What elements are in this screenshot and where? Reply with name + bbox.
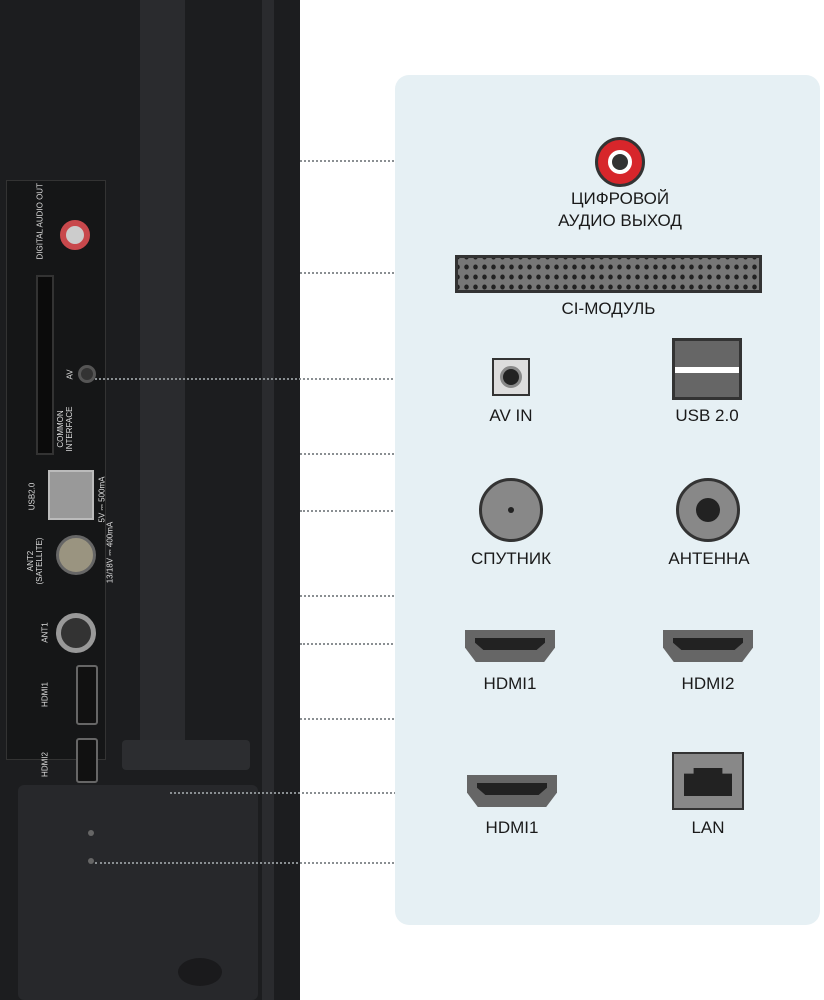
usb-icon (672, 338, 742, 400)
digital-audio-port (60, 220, 90, 250)
indicator-dot (88, 858, 94, 864)
label-hdmi2: HDMI2 (681, 674, 735, 693)
tv-label: ANT1 (40, 622, 50, 643)
ant2-port (56, 535, 96, 575)
ci-slot-icon (455, 255, 762, 293)
label-satellite: СПУТНИК (470, 549, 552, 568)
connector-line (300, 643, 460, 645)
tv-stand-foot (122, 740, 250, 770)
av-in-icon (492, 358, 530, 396)
tv-label: AV (65, 369, 75, 380)
label-av-in: AV IN (489, 406, 533, 425)
connector-line (300, 510, 460, 512)
hdmi1-tv-port (76, 665, 98, 725)
hdmi-icon (467, 775, 557, 807)
satellite-icon (479, 478, 543, 542)
indicator-dot (88, 830, 94, 836)
tv-label: HDMI2 (40, 752, 50, 777)
label-antenna: АНТЕННА (668, 549, 750, 568)
usb-port (48, 470, 94, 520)
tv-stand-bar (140, 0, 185, 760)
ant1-port (56, 613, 96, 653)
ci-slot (36, 275, 54, 455)
connector-line (300, 272, 450, 274)
label-lan: LAN (691, 818, 725, 837)
hdmi2-tv-port (76, 738, 98, 783)
label-hdmi1: HDMI1 (483, 674, 537, 693)
digital-audio-icon (595, 137, 645, 187)
tv-label: USB2.0 (27, 482, 37, 511)
tv-label: COMMON INTERFACE (56, 406, 74, 452)
tv-label: ANT2 (SATELLITE) (26, 537, 44, 585)
tv-lower-housing (18, 785, 258, 1000)
label-hdmi1-b: HDMI1 (485, 818, 539, 837)
label-ci: CI-МОДУЛЬ (561, 299, 656, 318)
av-port (78, 365, 96, 383)
connector-line (170, 792, 460, 794)
connector-line (95, 378, 465, 380)
lan-icon (672, 752, 744, 810)
label-digital-audio: ЦИФРОВОЙ АУДИО ВЫХОД (558, 189, 682, 230)
tv-label: 13/18V ⎓ 400mA (105, 521, 115, 584)
tv-label: DIGITAL AUDIO OUT (35, 183, 45, 260)
label-usb: USB 2.0 (675, 406, 739, 425)
hdmi-icon (663, 630, 753, 662)
tv-foot-hole (178, 958, 222, 986)
antenna-icon (676, 478, 740, 542)
tv-edge (262, 0, 274, 1000)
hdmi-icon (465, 630, 555, 662)
ports-legend-panel (395, 75, 820, 925)
tv-label: HDMI1 (40, 682, 50, 707)
tv-back-panel: DIGITAL AUDIO OUT AV COMMON INTERFACE US… (0, 0, 300, 1000)
